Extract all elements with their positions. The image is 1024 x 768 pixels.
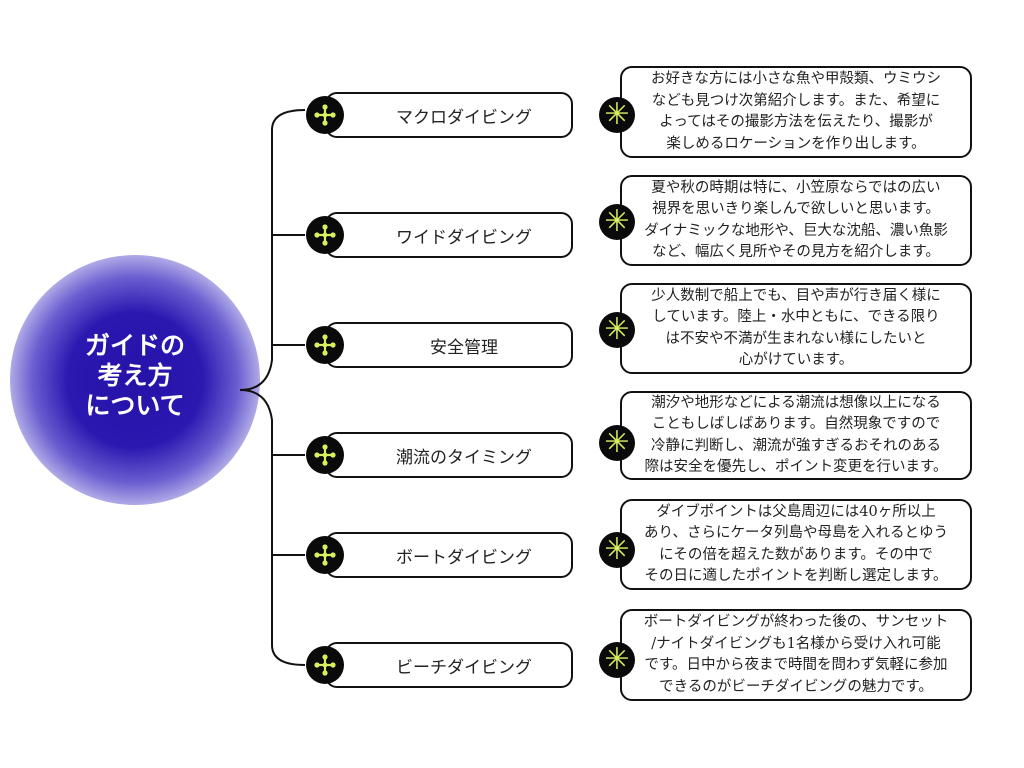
topic-node[interactable]: ワイドダイビング: [325, 212, 573, 258]
topic-node[interactable]: ビーチダイビング: [325, 642, 573, 688]
topic-description-box: ダイブポイントは父島周辺には40ヶ所以上 あり、さらにケータ列島や母島を入れると…: [620, 499, 972, 590]
asterisk-icon: ✳: [599, 425, 635, 461]
move-icon: [306, 436, 344, 474]
topic-label: ワイドダイビング: [396, 227, 532, 248]
topic-node[interactable]: 潮流のタイミング: [325, 432, 573, 478]
topic-description: ボートダイビングが終わった後の、サンセット /ナイトダイビングも1名様から受け入…: [643, 614, 949, 695]
topic-description: 夏や秋の時期は特に、小笠原ならではの広い 視界を思いきり楽しんで欲しいと思います…: [644, 179, 948, 261]
asterisk-icon: ✳: [599, 97, 635, 133]
topic-label: ボートダイビング: [396, 547, 532, 568]
topic-description-box: 潮汐や地形などによる潮流は想像以上になる こともしばしばあります。自然現象ですの…: [620, 391, 972, 480]
topic-description-box: お好きな方には小さな魚や甲殻類、ウミウシ なども見つけ次第紹介します。また、希望…: [620, 66, 972, 158]
topic-description: ダイブポイントは父島周辺には40ヶ所以上 あり、さらにケータ列島や母島を入れると…: [644, 503, 948, 585]
topic-label: 安全管理: [430, 337, 498, 358]
topic-description: 潮汐や地形などによる潮流は想像以上になる こともしばしばあります。自然現象ですの…: [644, 394, 948, 476]
topic-description: お好きな方には小さな魚や甲殻類、ウミウシ なども見つけ次第紹介します。また、希望…: [651, 71, 941, 152]
move-icon: [306, 216, 344, 254]
topic-description-box: 少人数制で船上でも、目や声が行き届く様に しています。陸上・水中ともに、できる限…: [620, 283, 972, 374]
topic-description-box: ボートダイビングが終わった後の、サンセット /ナイトダイビングも1名様から受け入…: [620, 609, 972, 701]
asterisk-icon: ✳: [599, 204, 635, 240]
central-topic-title: ガイドの 考え方 について: [84, 331, 185, 420]
topic-description-box: 夏や秋の時期は特に、小笠原ならではの広い 視界を思いきり楽しんで欲しいと思います…: [620, 175, 972, 266]
move-icon: [306, 646, 344, 684]
move-icon: [306, 536, 344, 574]
topic-node[interactable]: マクロダイビング: [325, 92, 573, 138]
topic-label: マクロダイビング: [396, 107, 532, 128]
topic-label: 潮流のタイミング: [396, 447, 532, 468]
topic-node[interactable]: 安全管理: [325, 322, 573, 368]
central-topic-node: ガイドの 考え方 について: [10, 255, 260, 505]
move-icon: [306, 96, 344, 134]
topic-description: 少人数制で船上でも、目や声が行き届く様に しています。陸上・水中ともに、できる限…: [651, 287, 941, 369]
asterisk-icon: ✳: [599, 642, 635, 678]
move-icon: [306, 326, 344, 364]
topic-node[interactable]: ボートダイビング: [325, 532, 573, 578]
asterisk-icon: ✳: [599, 532, 635, 568]
topic-label: ビーチダイビング: [396, 657, 532, 678]
asterisk-icon: ✳: [599, 312, 635, 348]
